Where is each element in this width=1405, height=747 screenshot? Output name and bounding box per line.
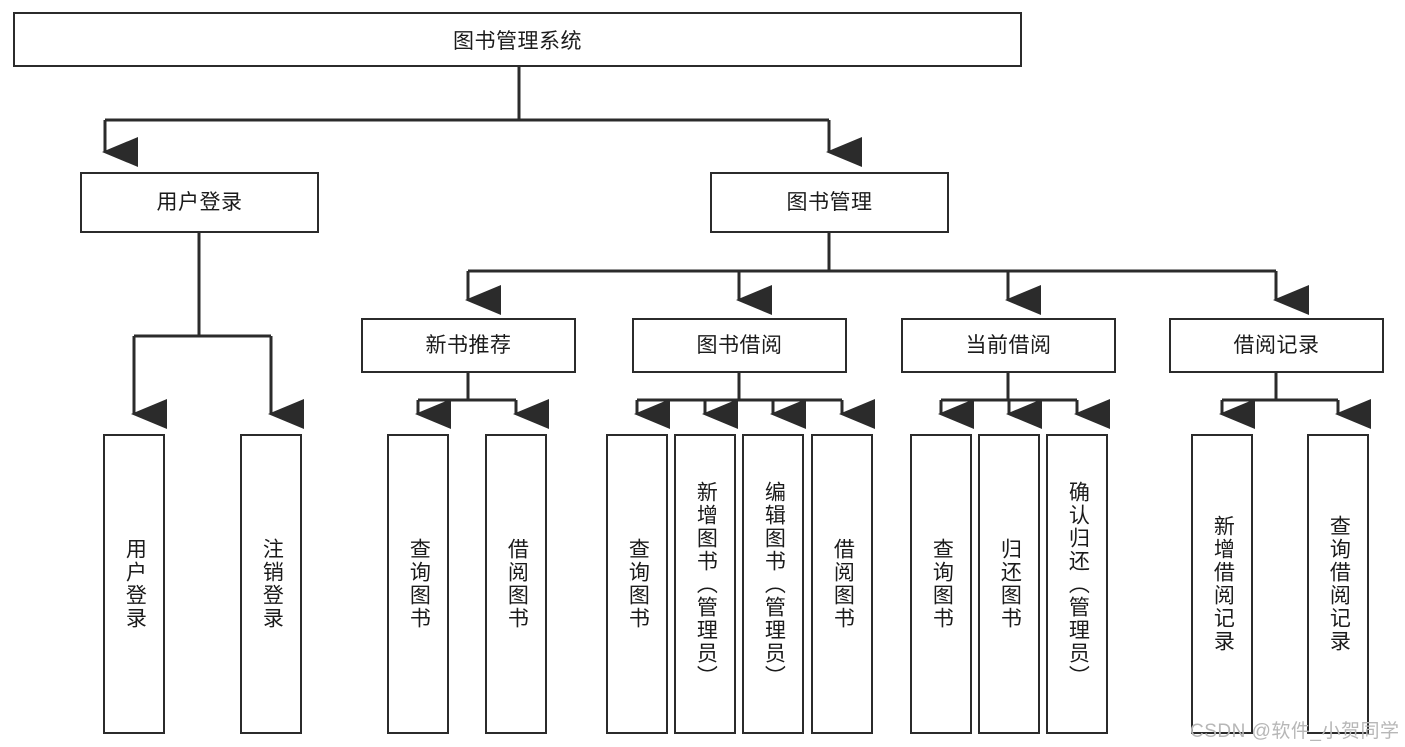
leaf-book-borrow-query-books[interactable]: 查询图书 bbox=[606, 434, 668, 734]
node-user-login[interactable]: 用户登录 bbox=[80, 172, 319, 233]
node-borrow-record-label: 借阅记录 bbox=[1233, 333, 1320, 357]
leaf-new-book-borrow-books[interactable]: 借阅图书 bbox=[485, 434, 547, 734]
leaf-label: 查询图书 bbox=[930, 538, 954, 630]
leaf-label: 确认归还（管理员） bbox=[1066, 480, 1090, 688]
leaf-label: 新增借阅记录 bbox=[1211, 515, 1235, 653]
leaf-new-book-query-books[interactable]: 查询图书 bbox=[387, 434, 449, 734]
leaf-label: 新增图书（管理员） bbox=[694, 480, 718, 688]
node-root-label: 图书管理系统 bbox=[453, 29, 582, 53]
node-current-borrow-label: 当前借阅 bbox=[965, 333, 1052, 357]
node-current-borrow[interactable]: 当前借阅 bbox=[901, 318, 1116, 373]
leaf-label: 查询图书 bbox=[626, 538, 650, 630]
node-book-management[interactable]: 图书管理 bbox=[710, 172, 949, 233]
leaf-label: 归还图书 bbox=[998, 538, 1022, 630]
leaf-user-login-login[interactable]: 用户登录 bbox=[103, 434, 165, 734]
node-user-login-label: 用户登录 bbox=[156, 190, 243, 214]
leaf-current-borrow-confirm-return-admin[interactable]: 确认归还（管理员） bbox=[1046, 434, 1108, 734]
leaf-borrow-record-query-record[interactable]: 查询借阅记录 bbox=[1307, 434, 1369, 734]
leaf-label: 编辑图书（管理员） bbox=[762, 480, 786, 688]
csdn-watermark: CSDN @软件_小贺同学 bbox=[1190, 721, 1400, 742]
leaf-user-login-logout[interactable]: 注销登录 bbox=[240, 434, 302, 734]
leaf-label: 查询借阅记录 bbox=[1327, 515, 1351, 653]
leaf-label: 查询图书 bbox=[407, 538, 431, 630]
leaf-label: 借阅图书 bbox=[831, 538, 855, 630]
node-new-book-recommend-label: 新书推荐 bbox=[425, 333, 512, 357]
node-root-book-management-system[interactable]: 图书管理系统 bbox=[13, 12, 1022, 67]
node-borrow-record[interactable]: 借阅记录 bbox=[1169, 318, 1384, 373]
leaf-borrow-record-add-record[interactable]: 新增借阅记录 bbox=[1191, 434, 1253, 734]
node-book-borrow[interactable]: 图书借阅 bbox=[632, 318, 847, 373]
node-book-management-label: 图书管理 bbox=[786, 190, 873, 214]
leaf-label: 用户登录 bbox=[123, 538, 147, 630]
leaf-book-borrow-add-book-admin[interactable]: 新增图书（管理员） bbox=[674, 434, 736, 734]
leaf-label: 借阅图书 bbox=[505, 538, 529, 630]
leaf-book-borrow-edit-book-admin[interactable]: 编辑图书（管理员） bbox=[742, 434, 804, 734]
node-new-book-recommend[interactable]: 新书推荐 bbox=[361, 318, 576, 373]
leaf-current-borrow-return-books[interactable]: 归还图书 bbox=[978, 434, 1040, 734]
leaf-label: 注销登录 bbox=[260, 538, 284, 630]
leaf-current-borrow-query-books[interactable]: 查询图书 bbox=[910, 434, 972, 734]
node-book-borrow-label: 图书借阅 bbox=[696, 333, 783, 357]
leaf-book-borrow-borrow-books[interactable]: 借阅图书 bbox=[811, 434, 873, 734]
